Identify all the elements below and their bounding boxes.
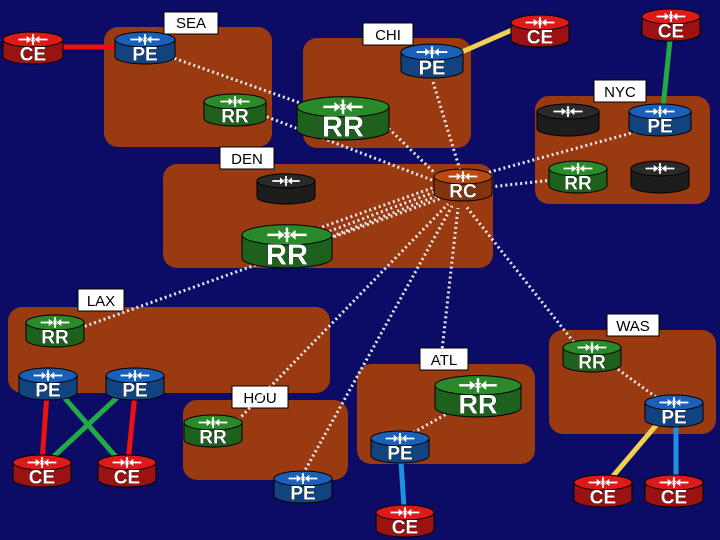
- link-lax-pe1-ce1: [39, 392, 50, 463]
- site-label-atl: ATL: [419, 347, 469, 371]
- router-nyc-rr: RR: [548, 160, 608, 195]
- router-was-ce-2: CE: [644, 474, 704, 509]
- router-atl-pe: PE: [370, 430, 430, 465]
- router-chi-ce-1: CE: [510, 14, 570, 49]
- router-nyc-pe-label: PE: [647, 117, 672, 138]
- site-box-lax: [8, 307, 330, 393]
- router-was-rr: RR: [562, 339, 622, 374]
- router-lax-pe-2: PE: [105, 367, 165, 402]
- link-lax-pe2-ce1: [50, 393, 122, 460]
- router-sea-pe: PE: [114, 31, 176, 66]
- router-hou-rr: RR: [183, 414, 243, 449]
- site-label-chi-text: CHI: [375, 27, 401, 44]
- router-was-ce-2-label: CE: [661, 488, 687, 509]
- session-chi-pe-to-rc: [431, 81, 462, 171]
- router-chi-rr: RR: [296, 96, 390, 144]
- router-lax-rr-label: RR: [41, 328, 69, 349]
- site-label-was-text: WAS: [616, 318, 650, 335]
- router-was-ce-1: CE: [573, 474, 633, 509]
- session-nyc-pe-to-rc: [474, 126, 651, 178]
- site-label-lax-text: LAX: [87, 293, 115, 310]
- site-label-was: WAS: [606, 313, 660, 337]
- router-was-rr-label: RR: [578, 353, 606, 374]
- site-label-atl-text: ATL: [431, 352, 457, 369]
- router-was-pe: PE: [644, 394, 704, 429]
- routers: CE PE RR PE RR CE CE PE RR RC RR RR PE PE CE CE RR PE RR PE…: [2, 8, 704, 539]
- router-sea-ce-label: CE: [20, 45, 46, 66]
- session-lax-rr-to-rc: [79, 196, 443, 330]
- router-den-rr: RR: [241, 224, 333, 272]
- site-label-sea: SEA: [163, 11, 219, 35]
- router-sea-pe-label: PE: [132, 45, 157, 66]
- site-label-den: DEN: [219, 146, 275, 170]
- router-chi-rr-label: RR: [322, 111, 364, 143]
- link-was-pe-ce1: [606, 421, 660, 484]
- router-hou-rr-label: RR: [199, 428, 227, 449]
- site-label-sea-text: SEA: [176, 15, 206, 32]
- site-label-lax: LAX: [77, 288, 125, 312]
- router-sea-ce: CE: [2, 31, 64, 66]
- router-hou-pe: PE: [273, 470, 333, 505]
- router-atl-rr-label: RR: [459, 389, 498, 419]
- router-lax-pe-2-label: PE: [122, 381, 147, 402]
- site-label-den-text: DEN: [231, 151, 263, 168]
- link-atl-pe-ce: [398, 461, 407, 508]
- session-atl-rr-to-rc: [438, 207, 460, 369]
- router-den-rc-label: RC: [449, 182, 477, 203]
- router-den-p: [256, 173, 316, 205]
- session-hou-pe-to-rc: [301, 205, 454, 475]
- router-sea-rr: RR: [203, 93, 267, 128]
- router-nyc-pe: PE: [628, 103, 692, 138]
- session-hou-rr-to-rc: [236, 202, 450, 422]
- router-lax-pe-1-label: PE: [35, 381, 60, 402]
- router-den-rr-label: RR: [266, 239, 308, 271]
- router-chi-ce-2-label: CE: [658, 22, 684, 43]
- router-lax-ce-1: CE: [12, 454, 72, 489]
- session-sea-rr-to-rc: [261, 113, 438, 184]
- router-lax-ce-2-label: CE: [114, 468, 140, 489]
- router-atl-pe-label: PE: [387, 444, 412, 465]
- router-chi-pe: PE: [400, 43, 464, 80]
- router-was-ce-1-label: CE: [590, 488, 616, 509]
- router-sea-rr-label: RR: [221, 107, 249, 128]
- router-nyc-p2: [630, 160, 690, 194]
- site-label-nyc: NYC: [593, 79, 647, 103]
- link-lax-pe2-ce2: [125, 392, 138, 463]
- router-atl-ce: CE: [375, 504, 435, 539]
- session-was-rr-to-rc: [463, 204, 582, 351]
- router-atl-ce-label: CE: [392, 518, 418, 539]
- session-den-rr-to-rc-2: [305, 188, 441, 242]
- router-lax-ce-1-label: CE: [29, 468, 55, 489]
- session-nyc-rr-to-rc: [489, 178, 553, 189]
- routing-sessions: [79, 53, 661, 475]
- router-atl-rr: RR: [434, 375, 522, 420]
- router-was-pe-label: PE: [661, 408, 686, 429]
- router-lax-pe-1: PE: [18, 367, 78, 402]
- access-links: [39, 27, 679, 508]
- router-lax-rr: RR: [25, 314, 85, 349]
- site-label-nyc-text: NYC: [604, 84, 636, 101]
- site-label-chi: CHI: [362, 22, 414, 46]
- router-chi-ce-2: CE: [641, 8, 701, 43]
- router-chi-pe-label: PE: [419, 57, 446, 79]
- router-nyc-p: [536, 103, 600, 137]
- router-den-rc: RC: [433, 168, 493, 203]
- router-hou-pe-label: PE: [290, 484, 315, 505]
- site-labels: SEA CHI NYC DEN LAX WAS ATL HOU: [77, 11, 660, 409]
- router-nyc-rr-label: RR: [564, 174, 592, 195]
- router-lax-ce-2: CE: [97, 454, 157, 489]
- router-chi-ce-1-label: CE: [527, 28, 553, 49]
